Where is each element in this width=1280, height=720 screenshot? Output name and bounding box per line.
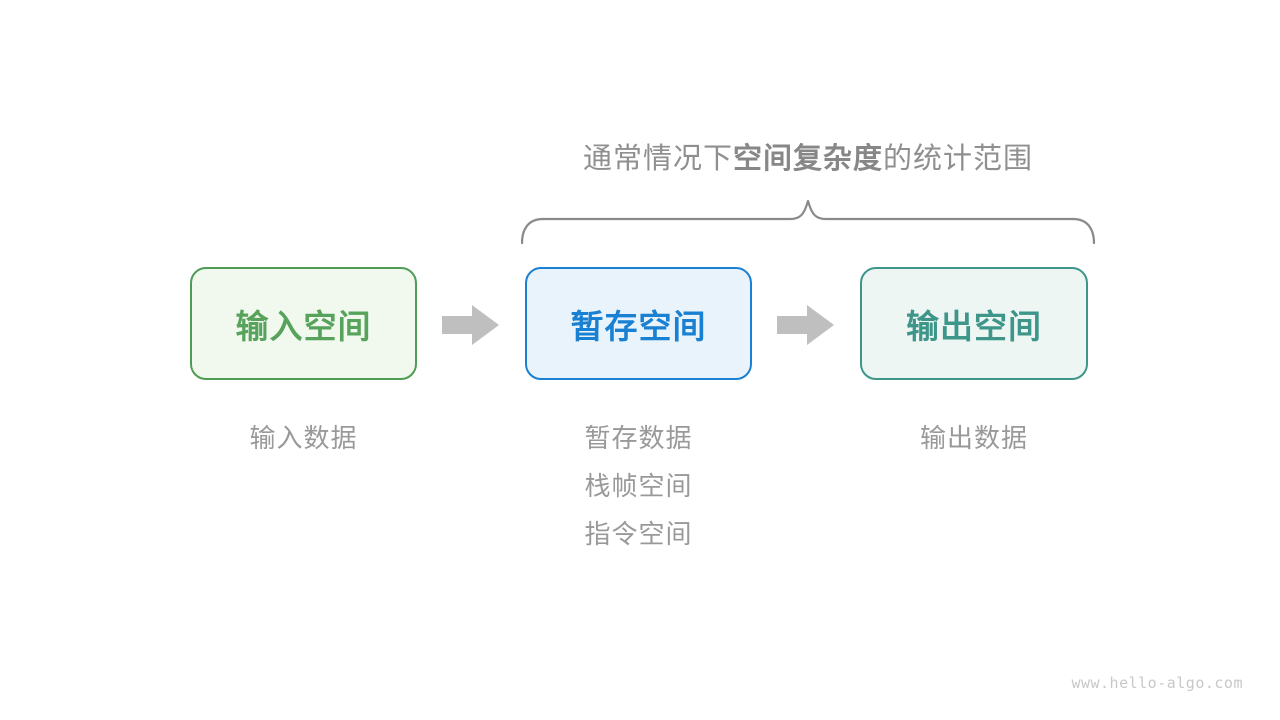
notes-temp-column: 暂存数据 栈帧空间 指令空间 (525, 414, 752, 558)
box-output-space: 输出空间 (860, 267, 1088, 380)
scope-brace-icon (521, 199, 1096, 245)
diagram-title-bold-term: 空间复杂度 (732, 143, 883, 175)
box-temp-space: 暂存空间 (525, 267, 752, 380)
diagram-title-suffix: 的统计范围 (883, 143, 1034, 175)
notes-output-column: 输出数据 (860, 414, 1088, 462)
box-input-space-label: 输入空间 (235, 307, 372, 345)
note-output-data: 输出数据 (919, 423, 1028, 453)
note-stack-frame-space: 栈帧空间 (584, 471, 693, 501)
diagram-title-prefix: 通常情况下 (582, 143, 733, 175)
notes-input-column: 输入数据 (190, 414, 417, 462)
box-input-space: 输入空间 (190, 267, 417, 380)
note-instruction-space: 指令空间 (584, 519, 693, 549)
box-temp-space-label: 暂存空间 (570, 307, 707, 345)
box-output-space-label: 输出空间 (906, 307, 1042, 345)
site-watermark: www.hello-algo.com (1071, 674, 1243, 692)
diagram-title: 通常情况下空间复杂度的统计范围 (520, 142, 1096, 176)
note-temp-data: 暂存数据 (584, 423, 693, 453)
arrow-right-icon (442, 305, 499, 345)
arrow-right-icon (777, 305, 834, 345)
note-input-data: 输入数据 (249, 423, 358, 453)
